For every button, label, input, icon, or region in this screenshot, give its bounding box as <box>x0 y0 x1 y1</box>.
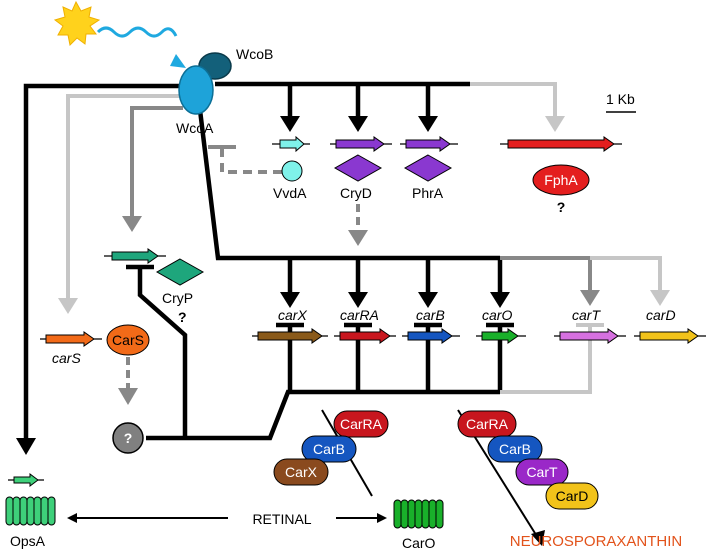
cryp-label: CryP <box>162 290 193 306</box>
retinal-label: RETINAL <box>252 511 311 527</box>
cryd-protein <box>333 154 383 182</box>
sun-icon <box>53 0 101 47</box>
fpha-label: FphA <box>544 172 578 188</box>
pathway2-carb <box>487 435 543 463</box>
carb-gene-label: carB <box>416 307 445 323</box>
card-activation-line <box>590 256 662 292</box>
cryd-label: CryD <box>340 185 372 201</box>
pathway2-cart <box>515 458 569 486</box>
unknown-factor-label: ? <box>124 430 133 446</box>
opsa-gene <box>8 473 44 487</box>
card-gene <box>634 328 706 344</box>
opsa-protein <box>5 496 56 526</box>
cart-gene <box>554 328 626 344</box>
phra-protein <box>403 154 453 182</box>
cart-activation-line <box>500 256 592 292</box>
cars-protein <box>106 324 150 356</box>
vvda-protein <box>281 160 303 182</box>
cryp-protein <box>155 258 205 286</box>
carx-gene <box>252 328 328 344</box>
caro-gene <box>476 328 526 344</box>
wcoa-label: WcoA <box>176 120 214 136</box>
cart-gene-label: carT <box>572 307 601 323</box>
pathway2-carra <box>457 410 517 438</box>
cryp-activation-line <box>130 106 183 218</box>
unknown-repression-line <box>146 389 500 441</box>
wcoa-protein <box>178 65 214 115</box>
pathway1-carb-label: CarB <box>313 441 345 457</box>
pathway2-carra-label: CarRA <box>466 416 509 432</box>
vvda-label: VvdA <box>273 185 307 201</box>
scale-label: 1 Kb <box>606 91 635 107</box>
pathway2-card <box>545 482 599 510</box>
fpha-activation-line <box>470 82 557 118</box>
caro-protein <box>393 499 444 529</box>
opsa-label: OpsA <box>10 533 46 549</box>
cars-gene-label: carS <box>52 350 81 366</box>
carra-gene-label: carRA <box>340 307 379 323</box>
fpha-protein <box>532 164 590 196</box>
opsa-arrowhead <box>16 438 36 455</box>
wcob-label: WcoB <box>236 46 273 62</box>
carra-gene <box>334 328 396 344</box>
pathway2-cart-label: CarT <box>526 464 558 480</box>
caro-gene-label: carO <box>482 307 512 323</box>
wcoa-to-opsa-line <box>23 83 185 440</box>
pathway2-carb-label: CarB <box>499 441 531 457</box>
cars-activation-line <box>66 94 183 300</box>
wcoa-to-car-genes-line <box>197 109 500 261</box>
fpha-question: ? <box>557 199 566 215</box>
pathway1-carx-label: CarX <box>285 464 318 480</box>
unknown-factor <box>112 422 144 454</box>
pathway1-carx <box>273 458 329 486</box>
cars-label: CarS <box>112 332 144 348</box>
fpha-gene <box>500 136 622 152</box>
cars-gene <box>40 331 102 347</box>
vvda-inhibition-line <box>220 148 282 174</box>
card-gene-label: carD <box>646 307 676 323</box>
cryp-gene <box>104 248 166 264</box>
vvda-gene <box>272 135 310 153</box>
cryp-question: ? <box>178 309 187 325</box>
phra-label: PhrA <box>412 185 444 201</box>
pathway1-carra-label: CarRA <box>340 416 383 432</box>
neurosporaxanthin-label: NEUROSPORAXANTHIN <box>510 533 683 550</box>
carb-gene <box>402 328 460 344</box>
phra-gene <box>400 136 458 152</box>
cryd-gene <box>330 136 392 152</box>
caro-label: CarO <box>402 535 436 551</box>
pathway2-card-label: CarD <box>556 488 589 504</box>
carx-gene-label: carX <box>278 307 307 323</box>
pathway1-carb <box>301 435 357 463</box>
pathway1-carra <box>333 410 389 438</box>
light-wave-icon <box>96 26 178 38</box>
light-arrowhead-icon <box>170 54 186 68</box>
